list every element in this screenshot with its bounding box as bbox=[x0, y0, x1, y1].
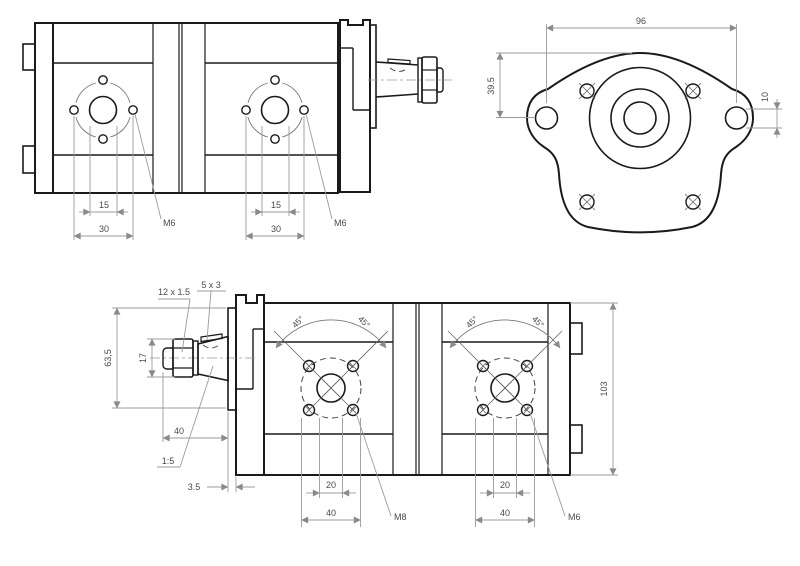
thread-label-m8: M8 bbox=[394, 512, 407, 522]
dim-63-5: 63,5 bbox=[103, 349, 113, 367]
taper-label: 1:5 bbox=[162, 456, 175, 466]
front-view: 15 30 M6 15 30 M6 bbox=[22, 19, 452, 240]
dim-40-port1: 40 bbox=[326, 508, 336, 518]
thread-label-shaft: 12 x 1.5 bbox=[158, 287, 190, 297]
drive-shaft-side bbox=[150, 333, 255, 382]
dim-3-5: 3.5 bbox=[188, 482, 201, 492]
dim-103: 103 bbox=[599, 381, 609, 396]
mounting-flange-side bbox=[339, 19, 377, 193]
dim-96: 96 bbox=[636, 16, 646, 26]
shaft-dimensions: 63,5 17 40 1:5 3.5 12 x 1.5 5 x 3 bbox=[103, 280, 255, 492]
dim-40-shaft: 40 bbox=[174, 426, 184, 436]
thread-label-m6-port1: M6 bbox=[163, 218, 176, 228]
side-port-2: 45° 45° bbox=[447, 314, 563, 419]
angle-45-left-port2: 45° bbox=[464, 314, 480, 330]
body-height-dimension: 103 bbox=[570, 302, 618, 476]
front-port-1-dimensions: 15 30 M6 bbox=[73, 113, 176, 240]
dim-20-port1: 20 bbox=[326, 480, 336, 490]
dim-10: 10 bbox=[760, 92, 770, 102]
dim-39-5: 39.5 bbox=[486, 77, 496, 95]
dim-20-port2: 20 bbox=[500, 480, 510, 490]
thread-label-m6-side: M6 bbox=[568, 512, 581, 522]
dim-30-port1: 30 bbox=[99, 224, 109, 234]
angle-45-right-port2: 45° bbox=[530, 314, 546, 330]
dim-15-port1: 15 bbox=[99, 200, 109, 210]
pump-body-outline bbox=[22, 22, 339, 194]
front-port-1 bbox=[69, 75, 138, 144]
keyway-label: 5 x 3 bbox=[201, 280, 221, 290]
flange-outline bbox=[525, 51, 755, 234]
front-port-2 bbox=[241, 75, 309, 144]
flange-bolt-holes bbox=[578, 82, 702, 211]
dim-17: 17 bbox=[138, 353, 148, 363]
dim-15-port2: 15 bbox=[271, 200, 281, 210]
side-port-2-dimensions: 20 40 M6 bbox=[475, 412, 581, 527]
dim-30-port2: 30 bbox=[271, 224, 281, 234]
front-port-2-dimensions: 15 30 M6 bbox=[245, 113, 347, 240]
side-port-1-dimensions: 20 40 M8 bbox=[301, 412, 407, 527]
thread-label-m6-port2: M6 bbox=[334, 218, 347, 228]
flange-dimensions: 96 39.5 10 bbox=[486, 16, 782, 138]
drive-shaft-top bbox=[368, 56, 452, 104]
flange-end-view: 96 39.5 10 bbox=[486, 16, 782, 234]
side-body-outline bbox=[227, 294, 583, 476]
side-view: 45° 45° 45° 45° 63,5 bbox=[103, 280, 618, 527]
dim-40-port2: 40 bbox=[500, 508, 510, 518]
side-port-1: 45° 45° bbox=[273, 314, 389, 419]
angle-45-left-port1: 45° bbox=[290, 314, 306, 330]
angle-45-right-port1: 45° bbox=[356, 314, 372, 330]
